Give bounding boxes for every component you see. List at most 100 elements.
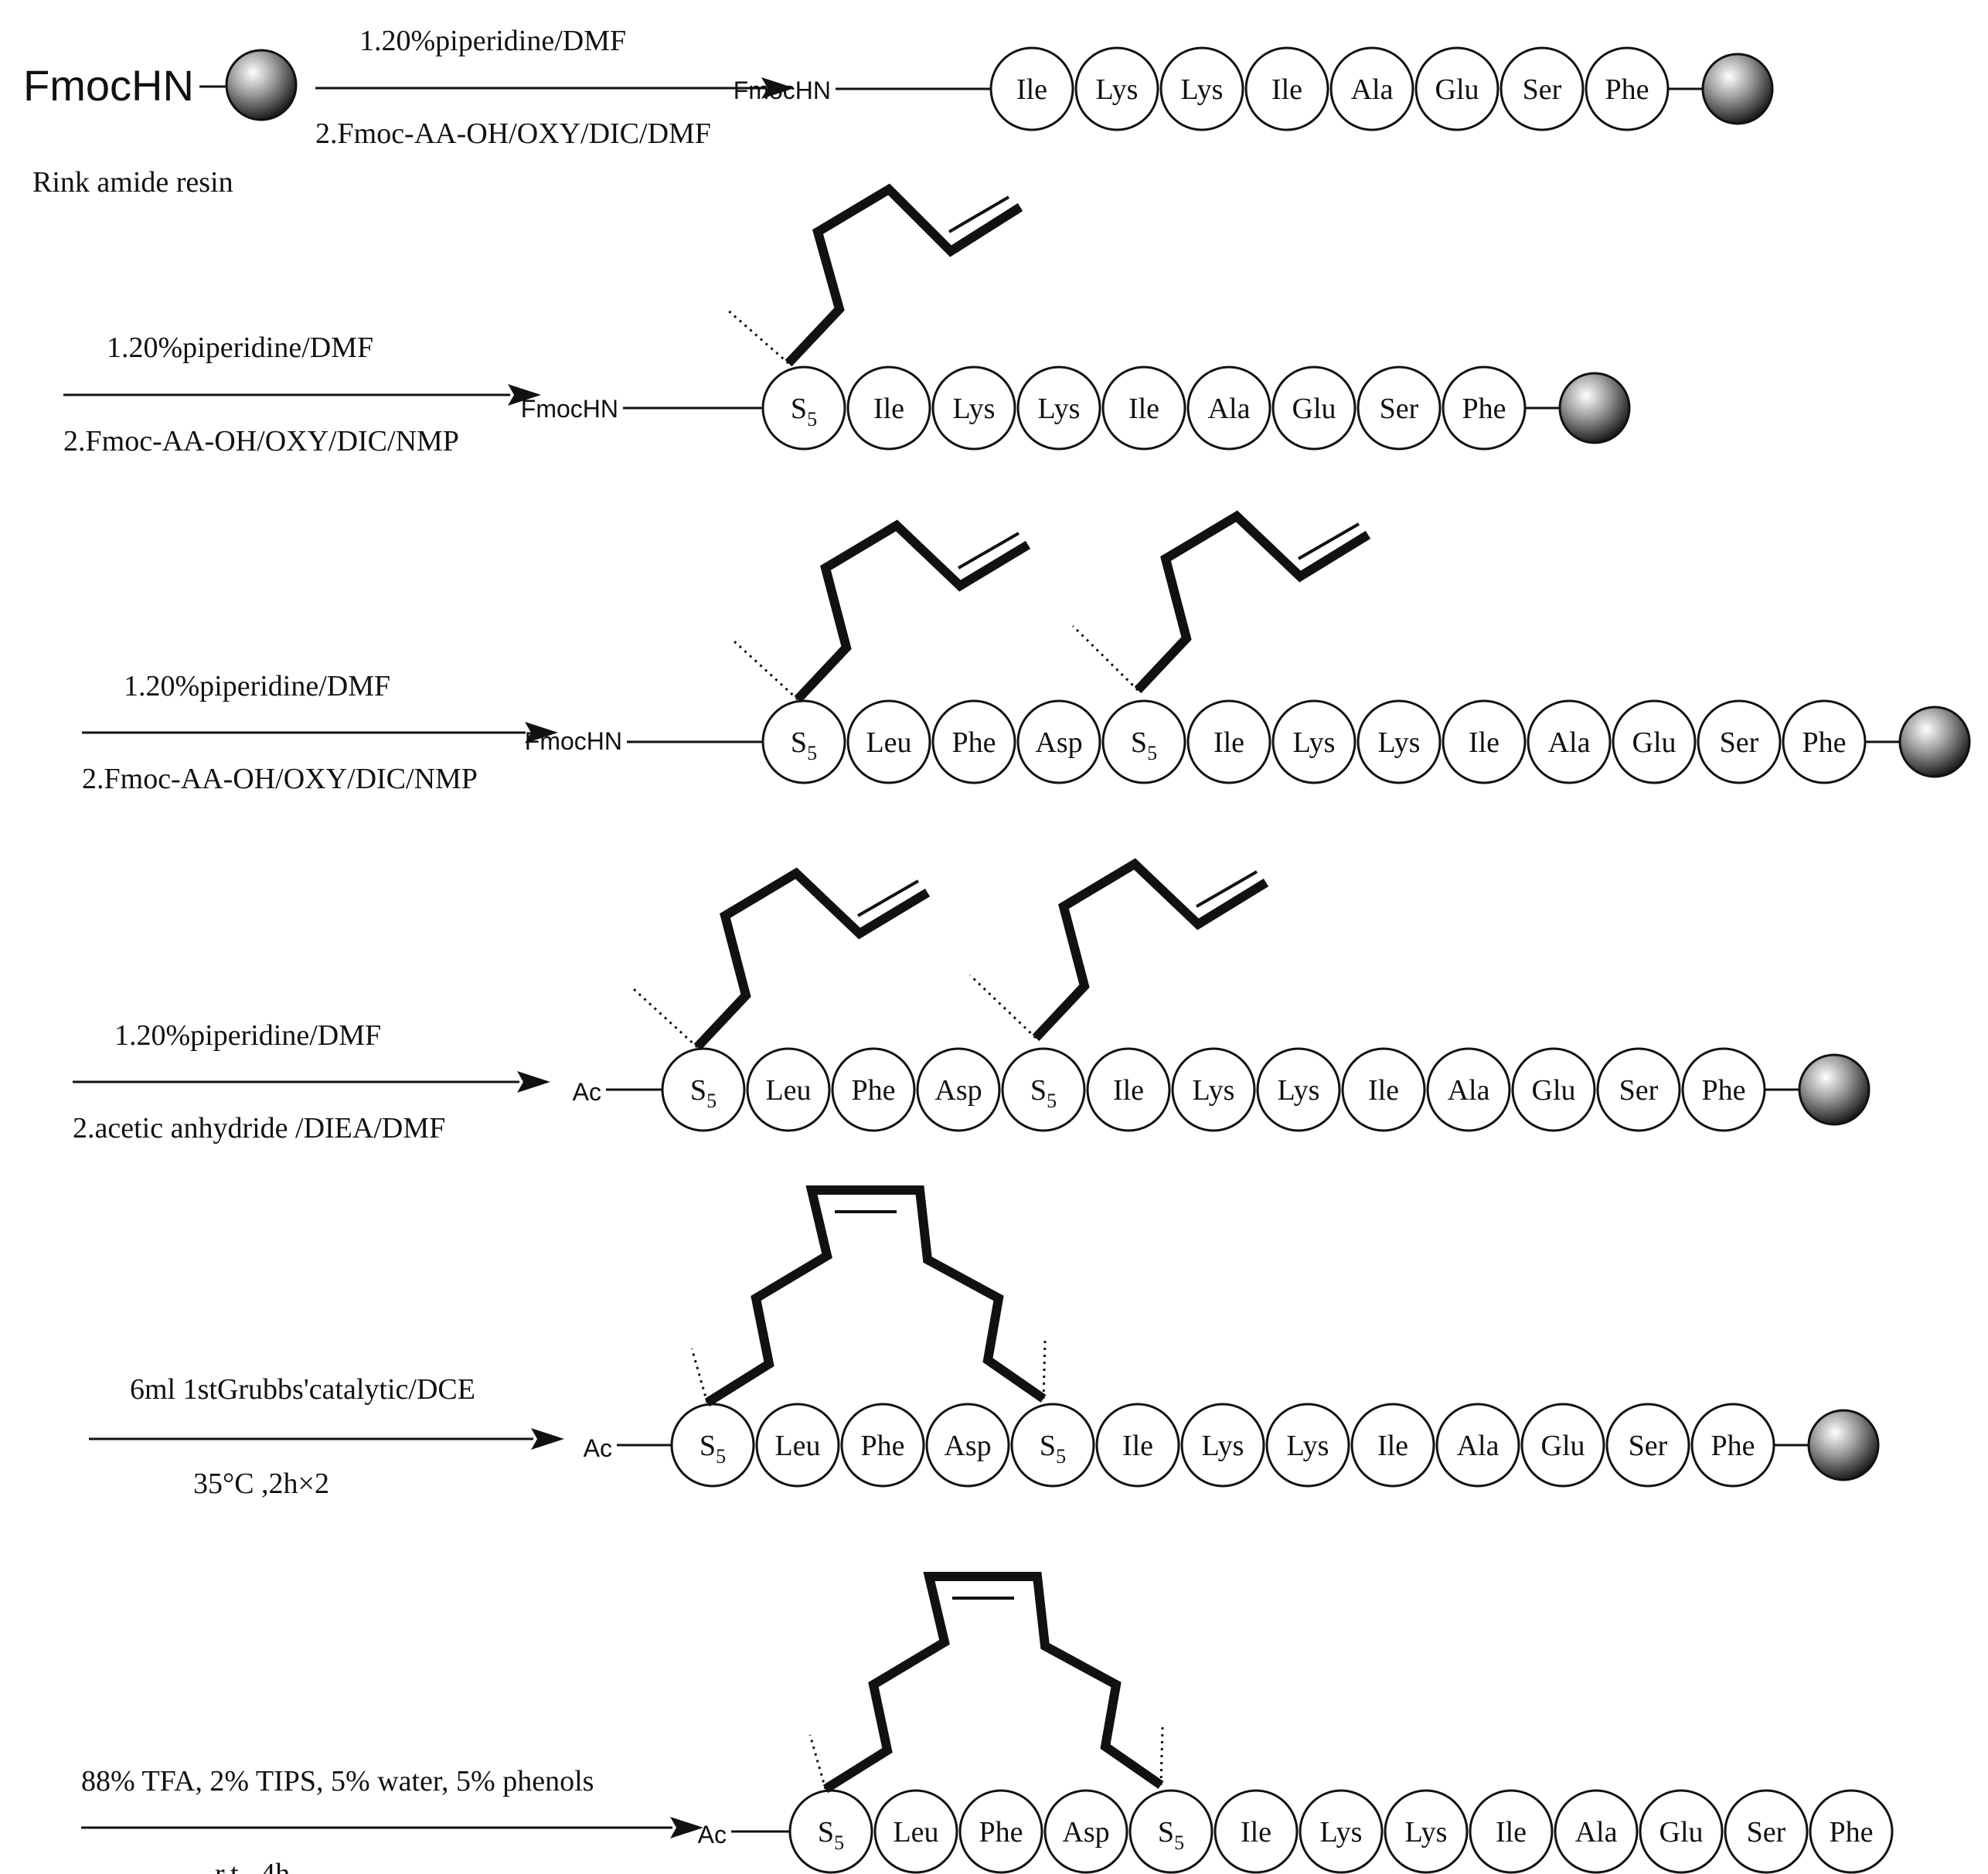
arrow-step-5: 6ml 1stGrubbs'catalytic/DCE 35°C ,2h×2 (89, 1373, 564, 1500)
residue-label: Ile (1271, 73, 1302, 106)
residue-label: S5 (791, 726, 817, 764)
residue-label: Asp (934, 1074, 982, 1107)
residue-label: Ser (1380, 393, 1419, 425)
residue-circle (1186, 699, 1271, 784)
residue-circle (831, 1047, 916, 1132)
residue-circle (1086, 1047, 1171, 1132)
residue-label: Lys (1202, 1430, 1244, 1462)
residue-label: Phe (1802, 726, 1847, 759)
residue-label: Glu (1632, 726, 1677, 759)
residue-circle (1180, 1403, 1265, 1488)
residue-label: Leu (893, 1816, 938, 1848)
starting-resin: FmocHN Rink amide resin (23, 49, 298, 199)
step-1-cond-top: 1.20%piperidine/DMF (359, 25, 626, 57)
residue-label: S5 (818, 1816, 844, 1854)
step-3-cond-top: 1.20%piperidine/DMF (124, 670, 390, 702)
residue-circle (1341, 1047, 1426, 1132)
resin-bead-icon (1798, 1053, 1871, 1126)
residue-label: Leu (765, 1074, 811, 1107)
residue-label: Glu (1541, 1430, 1585, 1462)
residue-circle (1001, 1047, 1086, 1132)
residue-label: Lys (1038, 393, 1081, 425)
residue-label: Phe (952, 726, 996, 759)
residue-circle (1435, 1403, 1520, 1488)
residue-circle (746, 1047, 831, 1132)
residue-label: Ala (1548, 726, 1591, 759)
residue-label: Lys (1287, 1430, 1329, 1462)
residue-label: Glu (1292, 393, 1336, 425)
residue-label: Ile (1122, 1430, 1153, 1462)
residue-circle (1271, 366, 1357, 451)
residue-label: Lys (1181, 73, 1224, 106)
residue-circle (1414, 46, 1500, 131)
residue-circle (931, 699, 1016, 784)
residue-circle (1520, 1403, 1605, 1488)
residue-circle (755, 1403, 840, 1488)
residue-label: Lys (1193, 1074, 1235, 1107)
step-2-cond-top: 1.20%piperidine/DMF (107, 332, 373, 364)
residue-label: Phe (1605, 73, 1649, 106)
step-1-cond-bottom: 2.Fmoc-AA-OH/OXY/DIC/DMF (315, 117, 711, 150)
residue-label: Ile (873, 393, 904, 425)
staple-bridge (704, 1185, 1047, 1407)
residue-circle (1357, 366, 1442, 451)
step-4-cond-bottom: 2.acetic anhydride /DIEA/DMF (73, 1112, 445, 1144)
residue-circle (1095, 1403, 1180, 1488)
n-terminus-label: Ac (573, 1078, 601, 1106)
residue-circle (916, 1047, 1001, 1132)
residue-label: Phe (1830, 1816, 1874, 1848)
residue-circle (1214, 1789, 1299, 1874)
residue-label: Phe (852, 1074, 896, 1107)
step-5-cond-top: 6ml 1stGrubbs'catalytic/DCE (130, 1373, 475, 1406)
residue-circle (1724, 1789, 1809, 1874)
s5-olefin-chain (794, 510, 1371, 703)
residue-circle (1128, 1789, 1214, 1874)
residue-label: S5 (791, 393, 817, 430)
residue-circle (1265, 1403, 1350, 1488)
hashed-methyl (726, 308, 789, 365)
residue-circle (1511, 1047, 1596, 1132)
residue-label: S5 (1030, 1074, 1057, 1112)
residue-circle (1697, 699, 1782, 784)
residue-circle (925, 1403, 1010, 1488)
arrow-step-2: 1.20%piperidine/DMF 2.Fmoc-AA-OH/OXY/DIC… (63, 332, 541, 457)
residue-circle (1527, 699, 1612, 784)
step-4-cond-top: 1.20%piperidine/DMF (114, 1019, 381, 1052)
arrow-step-3: 1.20%piperidine/DMF 2.Fmoc-AA-OH/OXY/DIC… (82, 670, 558, 795)
residue-label: S5 (700, 1430, 726, 1468)
residue-label: Ile (1113, 1074, 1144, 1107)
residue-circle (1329, 46, 1414, 131)
residue-label: Ser (1747, 1816, 1786, 1848)
arrowhead-icon (525, 722, 558, 743)
residue-circle (1500, 46, 1585, 131)
resin-bead-icon (1558, 372, 1631, 444)
residue-label: Phe (861, 1430, 905, 1462)
residue-label: Ile (1368, 1074, 1399, 1107)
residue-label: Glu (1435, 73, 1479, 106)
residue-circle (1350, 1403, 1435, 1488)
residue-label: Ala (1351, 73, 1394, 106)
resin-bead-icon (1898, 706, 1971, 778)
residue-circle (761, 699, 846, 784)
resin-bead-icon (1701, 53, 1774, 125)
residue-label: Glu (1660, 1816, 1704, 1848)
residue-circle (1357, 699, 1442, 784)
residue-label: Ile (1016, 73, 1047, 106)
n-terminus-label: FmocHN (525, 727, 622, 755)
residue-label: Phe (1462, 393, 1506, 425)
residue-circle (958, 1789, 1043, 1874)
residue-label: Ser (1523, 73, 1562, 106)
arrow-step-6: 88% TFA, 2% TIPS, 5% water, 5% phenols r… (81, 1765, 703, 1874)
residue-label: Leu (774, 1430, 820, 1462)
residue-label: S5 (1158, 1816, 1184, 1854)
hashed-methyl (632, 974, 1037, 1049)
s5-side-chains (632, 183, 1371, 1794)
residue-label: Lys (1320, 1816, 1363, 1848)
residue-circle (1016, 366, 1101, 451)
